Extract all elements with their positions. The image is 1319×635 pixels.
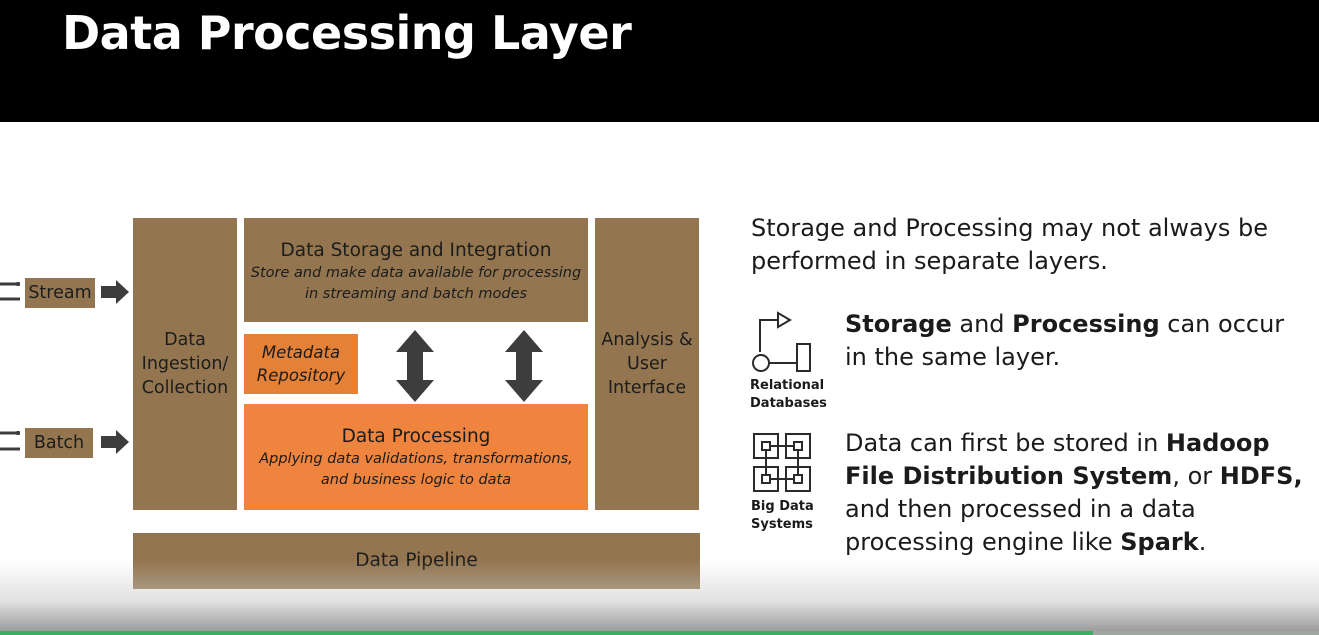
data-processing-box: Data Processing Applying data validation…: [244, 404, 588, 510]
ingestion-line2: Ingestion/: [141, 354, 229, 374]
video-progress-fill[interactable]: [0, 631, 1094, 635]
processing-title: Data Processing: [341, 426, 491, 447]
batch-label: Batch: [25, 428, 93, 458]
ingestion-line1: Data: [164, 330, 206, 350]
title-bar: Data Processing Layer: [0, 0, 1319, 122]
storage-subtitle-line1: Store and make data available for proces…: [250, 265, 582, 281]
processing-subtitle-line1: Applying data validations, transformatio…: [259, 451, 573, 467]
metadata-line2: Repository: [256, 366, 346, 385]
point2-period: .: [1198, 528, 1207, 556]
analysis-line3: Interface: [607, 378, 687, 398]
processing-subtitle-line2: and business logic to data: [320, 472, 512, 488]
point1-line2: in the same layer.: [845, 343, 1061, 371]
point2-comma: ,: [1293, 462, 1303, 490]
big-data-systems-label: Big Data Systems: [751, 498, 821, 534]
ingestion-line3: Collection: [141, 378, 229, 398]
bold-hadoop: Hadoop: [1165, 429, 1270, 457]
intro-line2: performed in separate layers.: [751, 247, 1108, 275]
batch-arrow-icon: [101, 430, 129, 454]
stream-label: Stream: [25, 278, 95, 308]
bold-hdfs: HDFS: [1219, 462, 1294, 490]
intro-line1: Storage and Processing may not always be: [751, 214, 1268, 242]
bold-file-distribution-system: File Distribution System: [845, 462, 1173, 490]
relational-label-line2: Databases: [750, 396, 827, 411]
bold-processing: Processing: [1012, 310, 1160, 338]
point2-line3: and then processed in a data: [845, 495, 1196, 523]
bigdata-label-line1: Big Data: [751, 499, 814, 514]
relational-database-icon: [752, 311, 811, 372]
and-text: and: [951, 310, 1013, 338]
relational-label-line1: Relational: [750, 378, 825, 393]
point-hadoop-spark: Data can first be stored in Hadoop File …: [845, 427, 1305, 559]
batch-lines-icon: [0, 431, 20, 451]
metadata-repository-box: Metadata Repository: [244, 334, 358, 394]
analysis-ui-box: Analysis & User Interface: [595, 218, 699, 510]
analysis-line2: User: [627, 354, 667, 374]
relational-databases-label: Relational Databases: [750, 377, 830, 413]
stream-arrow-icon: [101, 280, 129, 304]
storage-processing-arrows: [396, 330, 543, 402]
bold-spark: Spark: [1120, 528, 1199, 556]
big-data-icon: [753, 433, 811, 492]
stream-lines-icon: [0, 282, 20, 301]
point1-rest: can occur: [1159, 310, 1285, 338]
bigdata-label-line2: Systems: [751, 517, 813, 532]
storage-title: Data Storage and Integration: [280, 240, 552, 261]
page-title: Data Processing Layer: [62, 6, 632, 60]
point2-mid: , or: [1172, 462, 1220, 490]
double-arrow-right-icon: [505, 330, 543, 402]
point2-pre: Data can first be stored in: [845, 429, 1166, 457]
bold-storage: Storage: [845, 310, 952, 338]
point-storage-processing: Storage and Processing can occur in the …: [845, 308, 1285, 374]
double-arrow-left-icon: [396, 330, 434, 402]
intro-text: Storage and Processing may not always be…: [751, 212, 1291, 278]
video-controls-fade: [0, 560, 1319, 635]
point2-line4-pre: processing engine like: [845, 528, 1121, 556]
analysis-line1: Analysis &: [601, 330, 693, 350]
data-storage-box: Data Storage and Integration Store and m…: [244, 218, 588, 322]
data-ingestion-box: Data Ingestion/ Collection: [133, 218, 237, 510]
metadata-line1: Metadata: [261, 343, 341, 362]
storage-subtitle-line2: in streaming and batch modes: [304, 286, 528, 302]
input-arrows: [0, 280, 129, 454]
